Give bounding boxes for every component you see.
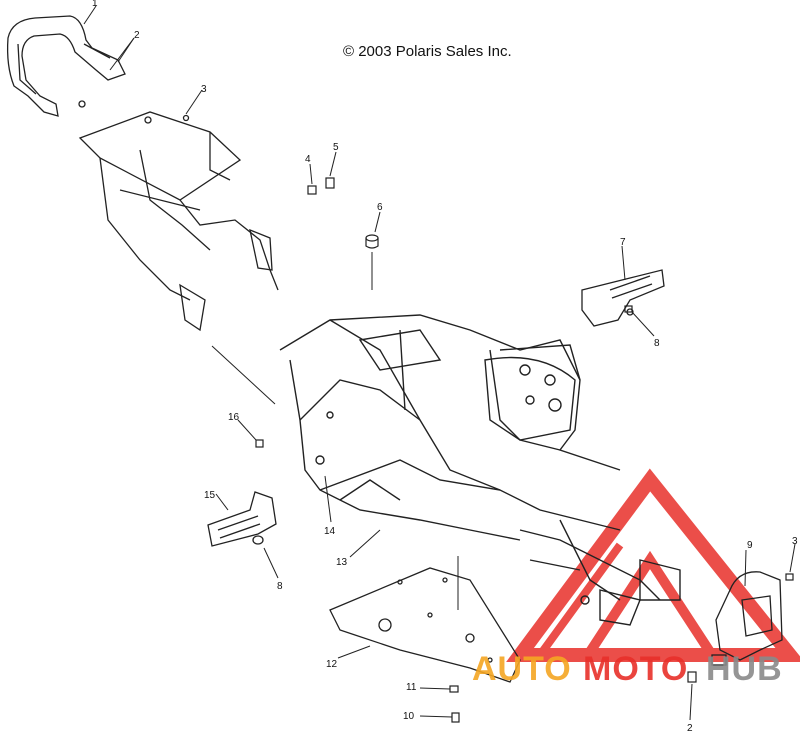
bolts-4-5 <box>307 177 335 195</box>
callout-14: 14 <box>324 526 336 537</box>
grommet-6 <box>365 234 379 249</box>
callout-5: 5 <box>333 142 339 153</box>
main-frame <box>279 314 681 626</box>
callout-13: 13 <box>336 557 348 568</box>
callout-15: 15 <box>204 490 216 501</box>
callout-10: 10 <box>403 711 415 722</box>
watermark-logo <box>506 468 800 662</box>
watermark-moto: MOTO <box>583 650 688 688</box>
rear-subframe <box>78 111 279 332</box>
watermark-text: AUTO MOTO HUB <box>472 650 783 688</box>
rear-rack-bar <box>6 15 126 117</box>
leader-lines <box>83 5 796 721</box>
callout-4: 4 <box>305 154 311 165</box>
callout-1: 1 <box>92 0 98 9</box>
footrest-right <box>581 269 665 327</box>
callout-7: 7 <box>620 237 626 248</box>
callout-16: 16 <box>228 412 240 423</box>
callout-8a: 8 <box>654 338 660 349</box>
callout-9: 9 <box>747 540 753 551</box>
fasteners <box>255 305 794 723</box>
callout-11: 11 <box>406 682 417 693</box>
callout-8b: 8 <box>277 581 283 592</box>
watermark-hub: HUB <box>706 650 783 688</box>
watermark-auto: AUTO <box>472 650 572 688</box>
front-bumper <box>711 571 783 666</box>
callout-2a: 2 <box>134 30 140 41</box>
footrest-left <box>207 491 277 547</box>
callout-2b: 2 <box>687 723 693 731</box>
callout-labels: 1 2 3 4 5 6 7 8 16 15 14 8 13 12 11 10 9… <box>92 0 798 731</box>
copyright-text: © 2003 Polaris Sales Inc. <box>343 43 512 60</box>
callout-6: 6 <box>377 202 383 213</box>
callout-3b: 3 <box>792 536 798 547</box>
skid-plate <box>329 567 521 683</box>
callout-3: 3 <box>201 84 207 95</box>
callout-12: 12 <box>326 659 338 670</box>
